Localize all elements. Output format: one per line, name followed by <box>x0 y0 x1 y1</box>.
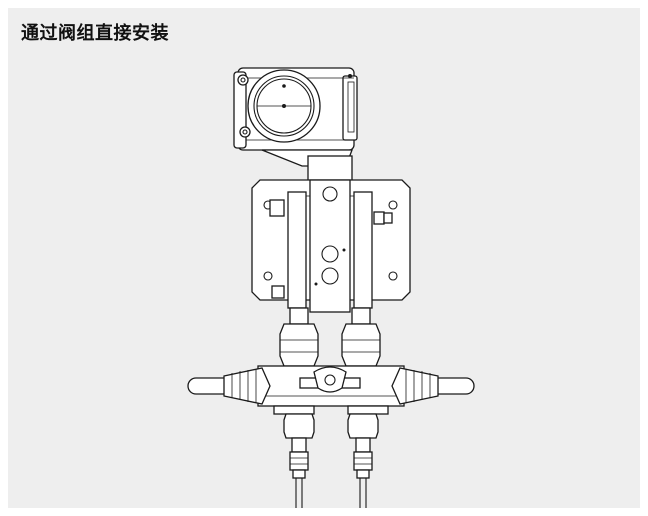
display-cover <box>247 69 321 143</box>
sensor-module <box>269 179 393 313</box>
manifold-body <box>257 365 405 407</box>
upper-fitting-left <box>279 307 319 367</box>
housing-neck <box>307 155 353 183</box>
left-valve-handle <box>187 367 271 405</box>
figure-title: 通过阀组直接安装 <box>21 23 169 44</box>
right-valve-handle <box>391 367 475 405</box>
lower-fitting-left <box>273 405 315 479</box>
impulse-lines <box>295 478 367 508</box>
upper-fitting-right <box>341 307 381 367</box>
lower-fitting-right <box>347 405 389 479</box>
housing-screws <box>237 74 352 138</box>
